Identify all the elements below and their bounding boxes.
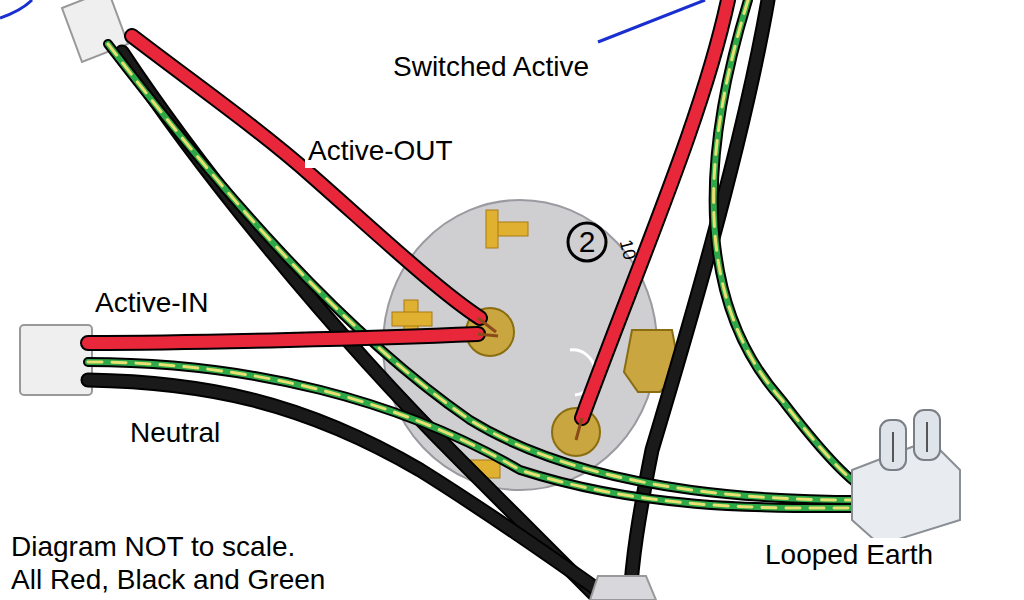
number-circle xyxy=(568,223,606,261)
earth-wire xyxy=(88,0,866,508)
note-text: Diagram NOT to scale. xyxy=(8,530,298,564)
wire-label: Neutral xyxy=(127,416,223,450)
wire-label: Active-OUT xyxy=(305,134,456,168)
copper-strands xyxy=(478,318,582,440)
leader-line xyxy=(598,0,705,42)
black-wire xyxy=(88,0,768,600)
earth-connector xyxy=(852,410,960,545)
bottom-connector xyxy=(590,576,656,600)
note-text: All Red, Black and Green xyxy=(8,563,328,597)
active-wire xyxy=(88,0,728,418)
terminal-number: 2 xyxy=(567,224,607,260)
leader-line xyxy=(0,0,32,18)
wire-label: Active-IN xyxy=(92,286,212,320)
wire-label: Switched Active xyxy=(390,50,592,84)
component-label: Looped Earth xyxy=(762,538,936,572)
